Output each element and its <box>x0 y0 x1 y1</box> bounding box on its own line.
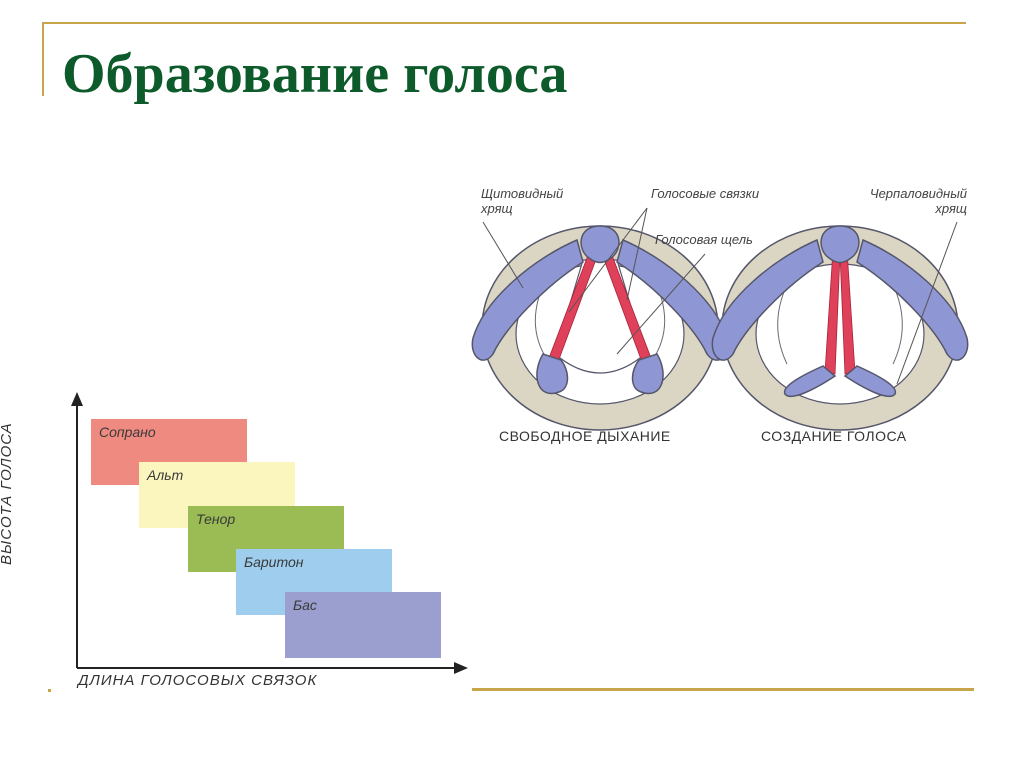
frame-corner-dot <box>48 689 51 692</box>
vocal-folds-illustration <box>471 207 969 431</box>
band-label-tenor: Тенор <box>196 511 236 527</box>
frame-top-rule <box>42 22 966 24</box>
right-airway <box>755 263 925 405</box>
frame-left-rule <box>42 22 44 96</box>
slide-title: Образование голоса <box>62 43 568 105</box>
right-thyroid-wing-r <box>856 238 969 361</box>
label-vocal-cords: Голосовые связки <box>651 186 760 201</box>
chart-axes <box>71 392 468 674</box>
leader-cords-b <box>626 207 648 301</box>
leader-glottis <box>616 253 706 355</box>
right-arytenoid-r <box>843 365 897 397</box>
band-bass: Бас <box>285 592 441 658</box>
band-label-bass: Бас <box>293 597 317 613</box>
right-thyroid-wing-l <box>711 238 824 361</box>
free-breathing-figure <box>471 225 729 431</box>
label-arytenoid-cartilage: Черпаловидный хрящ <box>869 186 967 216</box>
band-label-alto: Альт <box>147 467 184 483</box>
leader-arytenoid <box>896 221 958 385</box>
y-axis-label: ВЫСОТА ГОЛОСА <box>0 422 15 565</box>
left-thyroid-notch <box>580 225 620 264</box>
right-thyroid-notch <box>820 225 860 264</box>
caption-voice-creation: СОЗДАНИЕ ГОЛОСА <box>761 428 907 444</box>
left-arytenoid-l <box>536 353 569 395</box>
label-glottis: Голосовая щель <box>655 232 753 247</box>
voice-range-chart: Сопрано Альт Тенор Баритон Бас ВЫСОТА ГО… <box>0 390 470 690</box>
left-arytenoid-r <box>631 353 664 395</box>
vocal-folds-diagram: Щитовидный хрящ Голосовые связки Голосов… <box>465 178 975 453</box>
right-arytenoid-l <box>783 365 837 397</box>
caption-free-breathing: СВОБОДНОЕ ДЫХАНИЕ <box>499 428 671 444</box>
leader-cords-a <box>568 207 648 313</box>
left-thyroid-wing-l <box>471 238 584 361</box>
leader-lines <box>482 207 958 385</box>
frame-bottom-rule <box>472 688 974 691</box>
label-thyroid-cartilage: Щитовидный хрящ <box>481 186 564 216</box>
y-axis-arrow <box>71 392 83 406</box>
x-axis-label: ДЛИНА ГОЛОСОВЫХ СВЯЗОК <box>78 672 318 689</box>
leader-thyroid <box>482 221 524 289</box>
voice-creation-figure <box>711 225 969 431</box>
band-label-baritone: Баритон <box>244 554 304 570</box>
band-label-soprano: Сопрано <box>99 424 156 440</box>
x-axis-arrow <box>454 662 468 674</box>
